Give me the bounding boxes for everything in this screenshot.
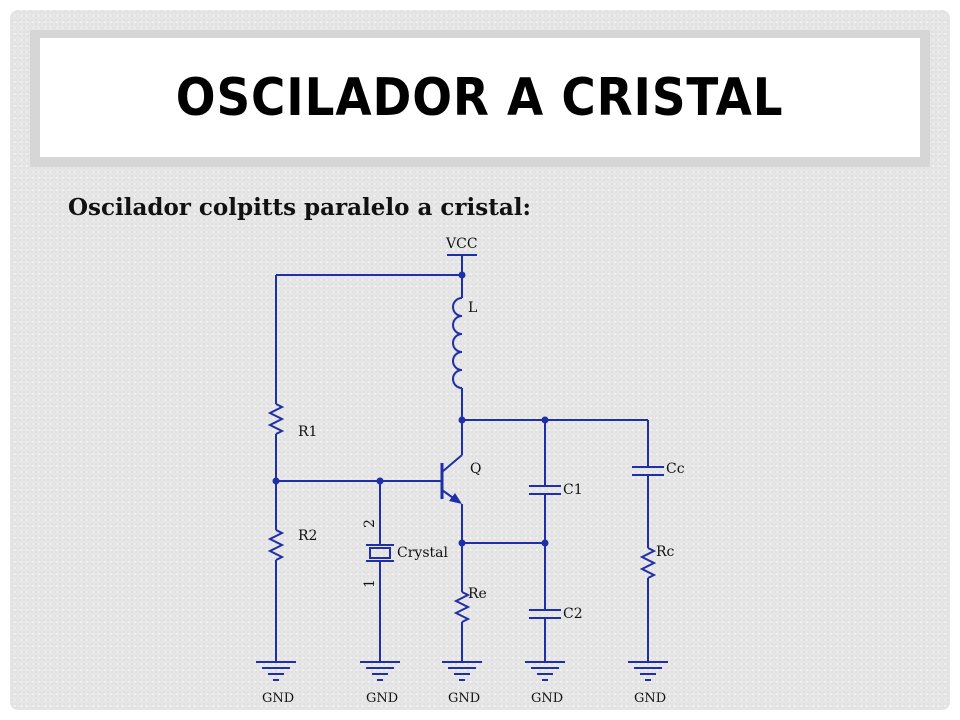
r1-label: R1 [298, 424, 317, 440]
ground-icon: GND [442, 661, 482, 706]
emitter-node [458, 539, 549, 547]
title-box: OSCILADOR A CRISTAL [30, 30, 930, 167]
cc-label: Cc [666, 461, 685, 477]
r2-label: R2 [298, 528, 317, 544]
collector-node [458, 416, 648, 455]
ground-icon: GND [256, 661, 296, 706]
junction-dot [458, 271, 466, 279]
crystal-pin-1: 1 [362, 579, 378, 588]
ground-icon: GND [628, 661, 668, 706]
resistor-rc: Rc [639, 544, 675, 662]
vcc-supply: VCC [445, 236, 478, 275]
crystal-pin-2: 2 [362, 519, 378, 528]
gnd-label: GND [366, 691, 398, 706]
capacitor-c2: C2 [529, 543, 583, 662]
c2-label: C2 [563, 606, 583, 622]
inductor-l: L [452, 297, 477, 420]
re-label: Re [468, 586, 487, 602]
crystal-y1: Crystal 2 1 [362, 481, 448, 662]
resistor-re: Re [453, 543, 487, 662]
capacitor-c1: C1 [529, 420, 583, 543]
vcc-label: VCC [445, 236, 478, 252]
inductor-label: L [468, 300, 477, 316]
gnd-label: GND [262, 691, 294, 706]
transistor-label: Q [470, 461, 481, 477]
ground-icon: GND [525, 661, 565, 706]
title-inner: OSCILADOR A CRISTAL [40, 38, 920, 157]
crystal-label: Crystal [397, 545, 448, 561]
gnd-label: GND [448, 691, 480, 706]
c1-label: C1 [563, 482, 583, 498]
gnd-label: GND [634, 691, 666, 706]
gnd-label: GND [531, 691, 563, 706]
capacitor-cc: Cc [632, 420, 685, 548]
rc-label: Rc [656, 544, 675, 560]
base-node [272, 477, 442, 485]
ground-symbols: GND GND GND GND GND [256, 661, 668, 706]
slide-title: OSCILADOR A CRISTAL [176, 67, 784, 128]
resistor-r2: R2 [267, 481, 317, 662]
top-rail [276, 271, 466, 298]
slide-subtitle: Oscilador colpitts paralelo a cristal: [68, 194, 531, 221]
transistor-q: Q [440, 454, 481, 543]
ground-icon: GND [360, 661, 400, 706]
resistor-r1: R1 [267, 275, 317, 481]
